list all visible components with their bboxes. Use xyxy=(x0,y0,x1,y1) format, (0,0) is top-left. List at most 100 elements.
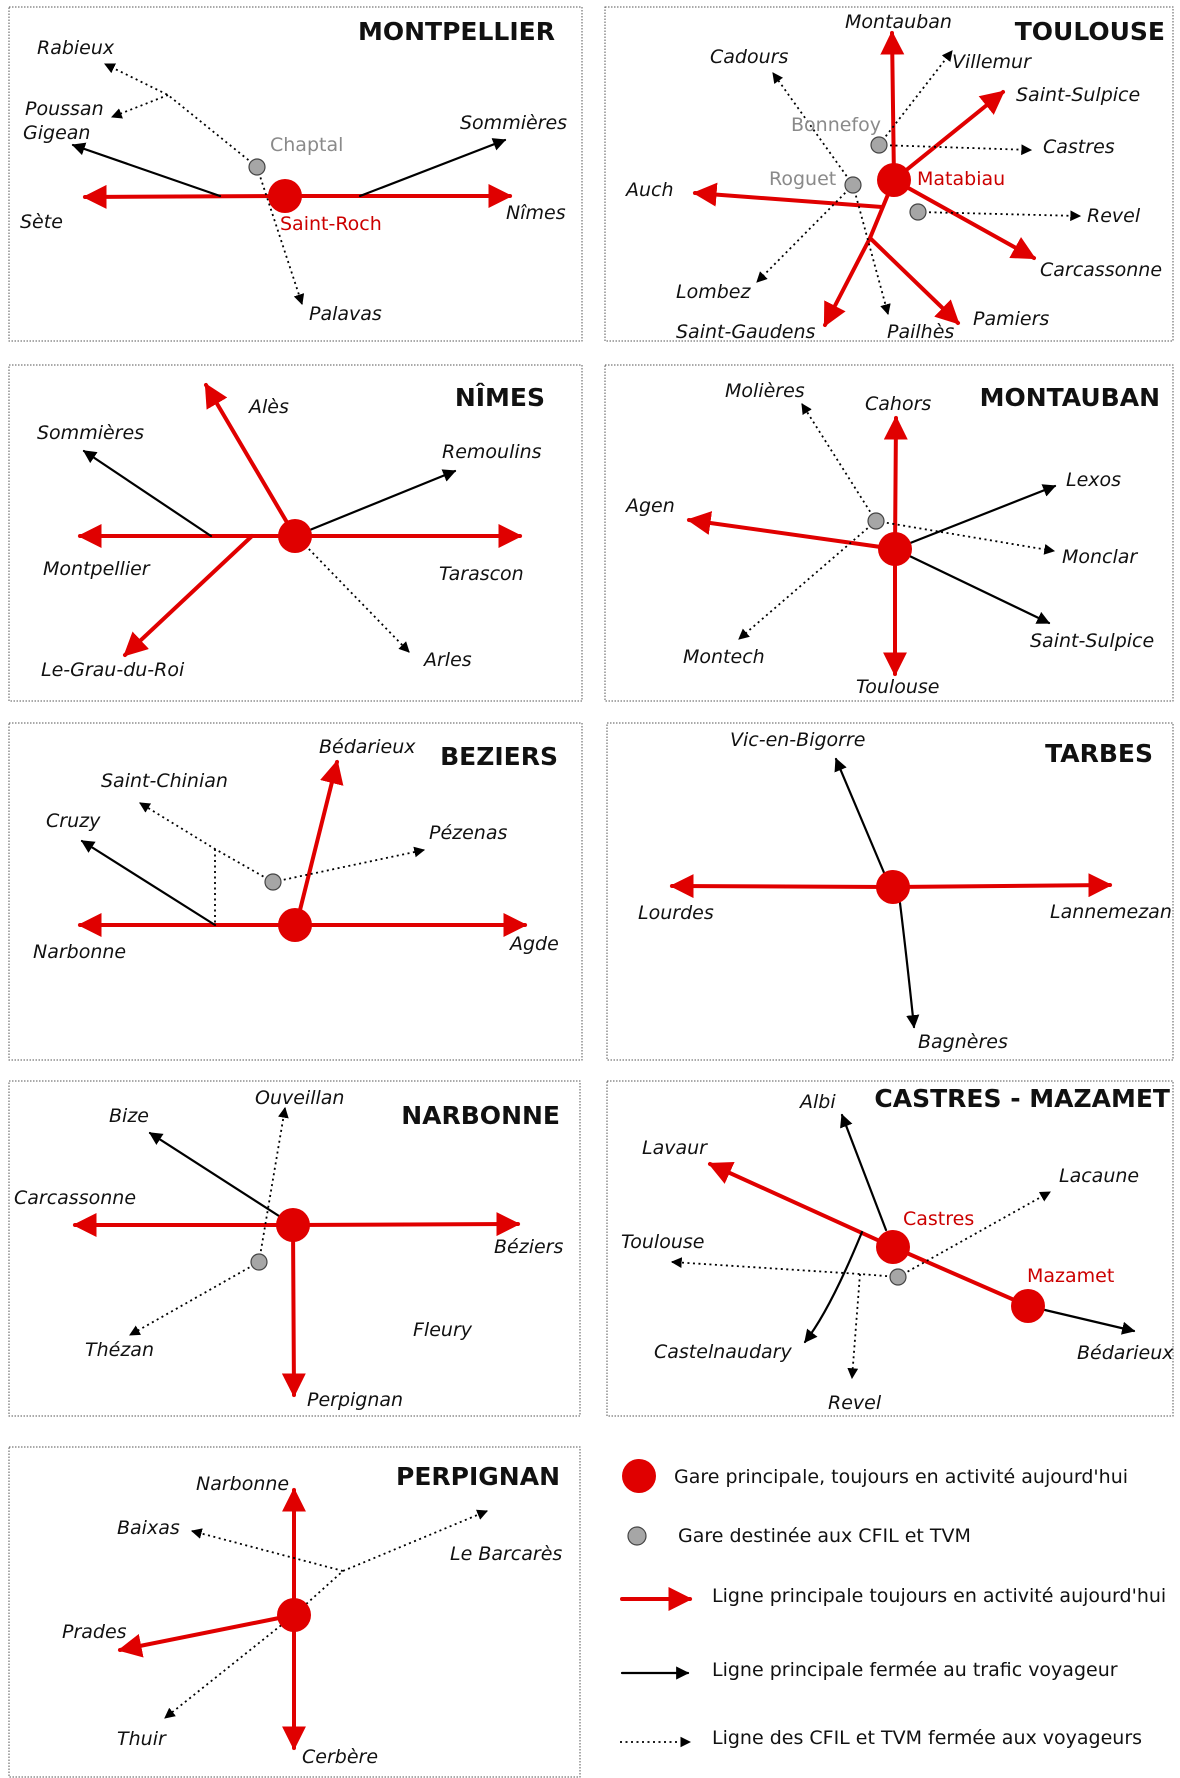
place-agde: Agde xyxy=(508,933,559,955)
place-revel: Revel xyxy=(828,1392,882,1414)
place-sommieres: Sommières xyxy=(37,422,144,444)
closed-line-albi xyxy=(840,1113,888,1232)
place-saint-sulpice: Saint-Sulpice xyxy=(1030,630,1154,652)
place-le-barcares: Le Barcarès xyxy=(450,1543,562,1565)
station-montauban xyxy=(878,532,912,566)
main-line-lannemezan xyxy=(891,873,1113,898)
panel-title: MONTPELLIER xyxy=(358,17,555,46)
station-castres xyxy=(876,1230,910,1264)
panel-title: NARBONNE xyxy=(401,1101,560,1130)
place-cadours: Cadours xyxy=(710,46,788,68)
legend-main-station-label: Gare principale, toujours en activité au… xyxy=(674,1466,1128,1488)
panel-castres-mazamet: CASTRES - MAZAMET Castres Mazamet Albi L… xyxy=(606,1080,1174,1417)
closed-line-bize xyxy=(148,1131,295,1227)
place-bize: Bize xyxy=(109,1105,149,1127)
station-beziers xyxy=(278,908,312,942)
panel-title: BEZIERS xyxy=(440,742,558,771)
place-tarascon: Tarascon xyxy=(439,563,524,585)
place-revel: Revel xyxy=(1087,205,1141,227)
panel-montpellier: MONTPELLIER Saint-Roch Chaptal Rabieux P… xyxy=(8,6,583,342)
cfil-line-rabieux xyxy=(104,63,258,168)
panel-toulouse: TOULOUSE Matabiau Bonnefoy Roguet Montau… xyxy=(604,6,1174,343)
main-line-agen xyxy=(686,511,897,551)
place-lacaune: Lacaune xyxy=(1059,1165,1139,1187)
place-gigean: Gigean xyxy=(23,122,90,144)
place-arles: Arles xyxy=(422,649,472,671)
closed-line-gigean xyxy=(71,142,222,198)
place-vic: Vic-en-Bigorre xyxy=(730,729,865,751)
place-narbonne: Narbonne xyxy=(196,1473,289,1495)
closed-line-lexos xyxy=(893,484,1057,551)
place-le-grau: Le-Grau-du-Roi xyxy=(41,659,185,681)
main-line-lourdes xyxy=(669,874,895,899)
panel-title: TOULOUSE xyxy=(1015,17,1165,46)
place-auch: Auch xyxy=(624,179,674,201)
cfil-line-monclar xyxy=(875,520,1056,555)
place-cahors: Cahors xyxy=(865,393,931,415)
panel-frame xyxy=(8,6,583,342)
place-pamiers: Pamiers xyxy=(973,308,1049,330)
station-cfil-castres xyxy=(889,1268,907,1286)
place-lombez: Lombez xyxy=(676,281,751,303)
station-saint-roch xyxy=(268,179,302,213)
panel-montauban: MONTAUBAN Molières Cahors Agen Lexos Mon… xyxy=(604,364,1174,702)
place-ouveillan: Ouveillan xyxy=(255,1087,344,1109)
cfil-line-revel xyxy=(847,1273,861,1380)
place-thuir: Thuir xyxy=(117,1728,167,1750)
legend-cfil-station-label: Gare destinée aux CFIL et TVM xyxy=(678,1525,971,1547)
place-perpignan: Perpignan xyxy=(307,1389,403,1411)
place-poussan: Poussan xyxy=(25,98,104,120)
legend-cfil-line-label: Ligne des CFIL et TVM fermée aux voyageu… xyxy=(712,1727,1142,1749)
main-line-sete xyxy=(82,184,287,209)
place-prades: Prades xyxy=(62,1621,127,1643)
place-sommieres: Sommières xyxy=(460,112,567,134)
place-montech: Montech xyxy=(683,646,765,668)
place-thezan: Thézan xyxy=(85,1339,154,1361)
place-agen: Agen xyxy=(624,495,675,517)
place-pezenas: Pézenas xyxy=(429,822,507,844)
legend-closed-line-label: Ligne principale fermée au trafic voyage… xyxy=(712,1659,1118,1681)
place-saint-chinian: Saint-Chinian xyxy=(101,770,228,792)
cfil-line-villemur xyxy=(878,50,953,146)
cfil-line-le-barcares xyxy=(342,1509,488,1572)
station-label-mazamet: Mazamet xyxy=(1027,1265,1114,1287)
place-saint-sulpice: Saint-Sulpice xyxy=(1016,84,1140,106)
place-carcassonne: Carcassonne xyxy=(14,1187,136,1209)
panel-perpignan: PERPIGNAN Narbonne Baixas Le Barcarès Pr… xyxy=(8,1446,581,1778)
station-roguet xyxy=(844,176,862,194)
main-line-saint-sulpice xyxy=(892,90,1005,182)
place-beziers: Béziers xyxy=(494,1236,563,1258)
closed-line-remoulins xyxy=(293,469,457,538)
place-bagneres: Bagnères xyxy=(918,1031,1008,1053)
place-albi: Albi xyxy=(798,1091,836,1113)
cfil-line-lombez xyxy=(756,184,854,283)
cfil-line-pezenas xyxy=(272,846,426,883)
place-saint-gaudens: Saint-Gaudens xyxy=(676,321,816,343)
panel-title: PERPIGNAN xyxy=(396,1462,560,1491)
place-castres: Castres xyxy=(1043,136,1115,158)
panel-frame xyxy=(8,722,583,1061)
place-bedarieux: Bédarieux xyxy=(319,736,416,758)
place-baixas: Baixas xyxy=(117,1517,180,1539)
place-lexos: Lexos xyxy=(1066,469,1121,491)
station-cfil-beziers xyxy=(264,873,282,891)
station-chaptal xyxy=(248,158,266,176)
legend: Gare principale, toujours en activité au… xyxy=(620,1459,1166,1749)
closed-line-castelnaudary xyxy=(803,1230,864,1344)
cfil-line-toulouse xyxy=(670,1257,899,1278)
main-line-cahors xyxy=(883,415,908,551)
place-ales: Alès xyxy=(247,396,289,418)
station-perpignan xyxy=(277,1598,311,1632)
main-line-auch xyxy=(692,182,884,209)
closed-line-sommieres xyxy=(358,138,507,198)
station-cfil-narbonne xyxy=(250,1253,268,1271)
place-montpellier: Montpellier xyxy=(43,558,151,580)
panel-title: NÎMES xyxy=(455,383,545,412)
legend-cfil-station-symbol xyxy=(627,1526,647,1546)
station-revel-line xyxy=(909,203,927,221)
place-narbonne: Narbonne xyxy=(33,941,126,963)
cfil-line-molieres xyxy=(801,403,877,522)
closed-line-sommieres xyxy=(82,449,213,538)
cfil-line-castres xyxy=(878,144,1033,156)
